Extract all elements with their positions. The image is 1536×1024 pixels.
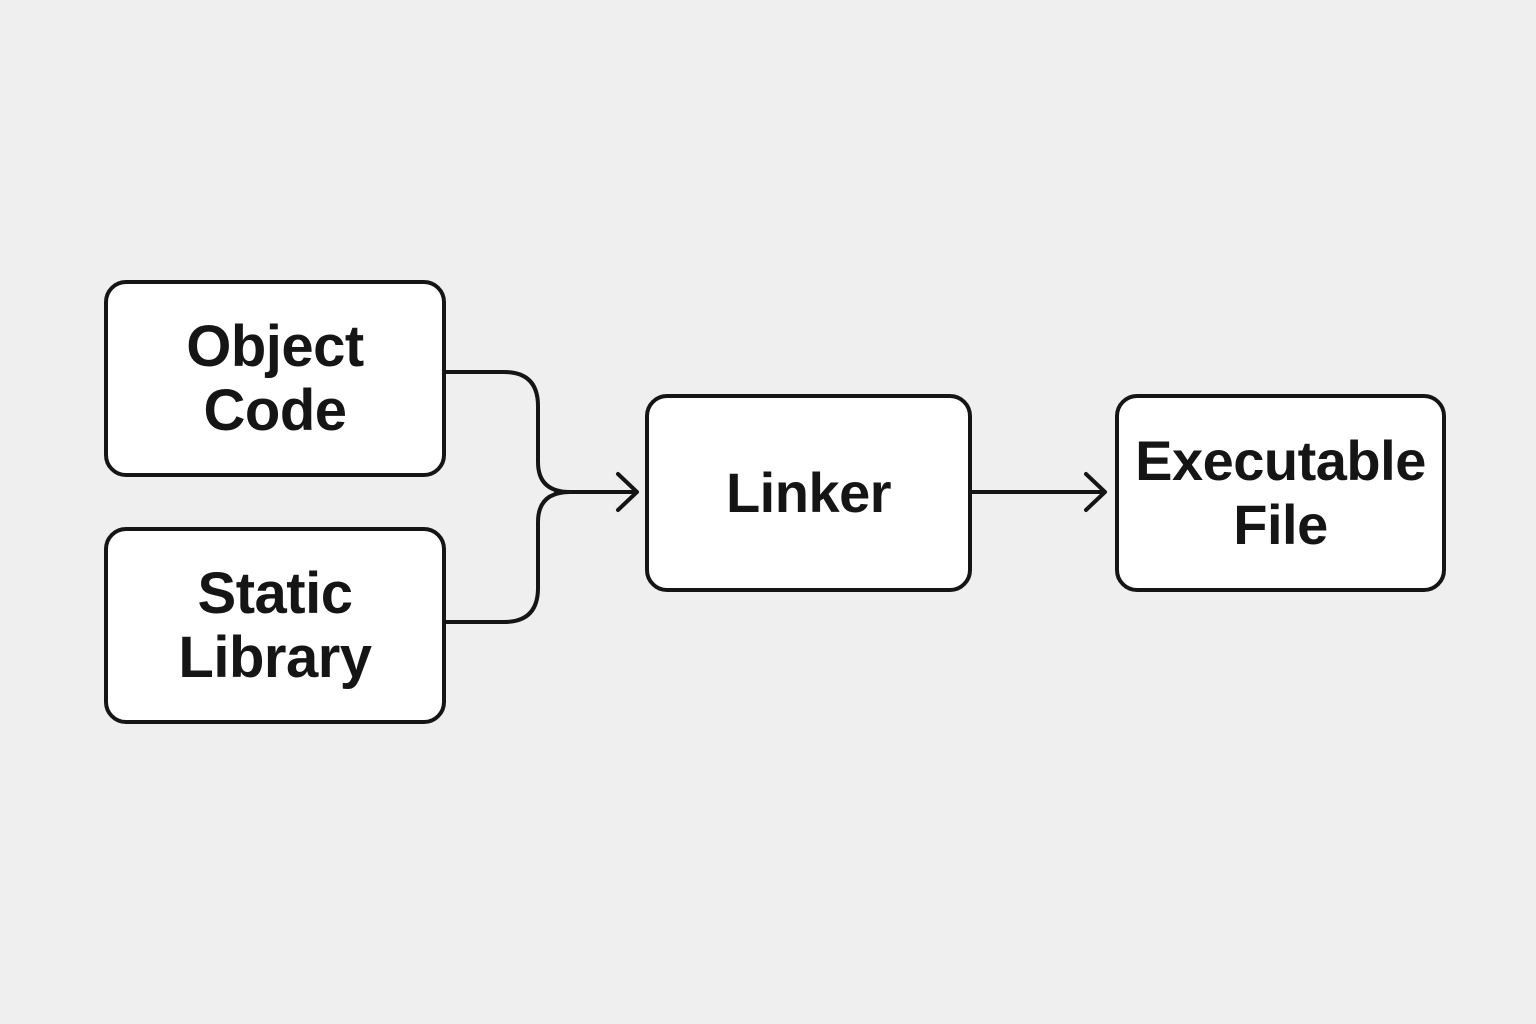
object-code-node: Object Code: [104, 280, 446, 477]
executable-file-label-line-2: File: [1233, 493, 1328, 556]
linker-label: Linker: [725, 461, 892, 525]
linker-node: Linker: [645, 394, 972, 592]
static-library-label-line-2: Library: [178, 624, 372, 690]
static-library-label: Static Library: [178, 560, 372, 690]
static-library-label-line-1: Static: [197, 560, 353, 626]
edge-object-to-linker: [444, 370, 572, 494]
object-code-label-line-2: Code: [203, 377, 348, 443]
linker-label-line-1: Linker: [725, 461, 892, 524]
arrowhead-executable: [1084, 472, 1107, 512]
edge-static-to-linker: [444, 490, 572, 624]
static-library-node: Static Library: [104, 527, 446, 724]
executable-file-label-line-1: Executable: [1135, 429, 1426, 492]
object-code-label-line-1: Object: [186, 313, 364, 379]
arrowhead-linker: [616, 472, 639, 512]
executable-file-label: Executable File: [1135, 429, 1426, 557]
executable-file-node: Executable File: [1115, 394, 1446, 592]
object-code-label: Object Code: [186, 313, 364, 443]
